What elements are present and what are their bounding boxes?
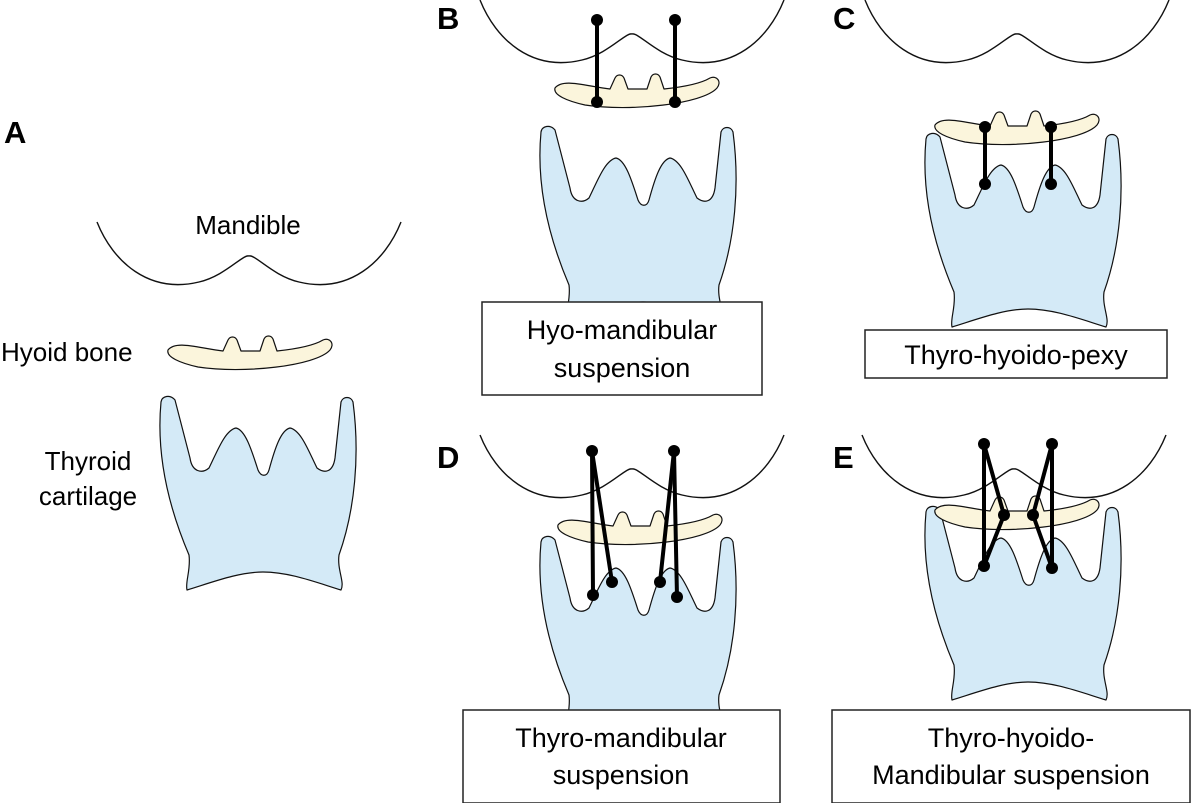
suture-knot	[606, 576, 618, 588]
suture-knot	[591, 14, 603, 26]
caption-line2: Mandibular suspension	[872, 760, 1150, 790]
panel-c: C Thyro-hyoido-pexy	[833, 0, 1170, 379]
panel-b-letter: B	[437, 1, 459, 36]
caption-line2: suspension	[554, 353, 691, 383]
hyoid-bone	[167, 335, 333, 371]
caption-line1: Hyo-mandibular	[527, 315, 718, 345]
thyroid-cartilage	[924, 132, 1122, 328]
suture-knot	[998, 509, 1010, 521]
mandible	[479, 434, 785, 499]
panel-a-letter: A	[4, 115, 26, 150]
caption-line1: Thyro-hyoido-pexy	[904, 340, 1128, 370]
mandible	[864, 0, 1170, 64]
caption-box	[462, 709, 781, 803]
suture	[658, 449, 676, 584]
suture-knot	[1046, 438, 1058, 450]
panel-c-letter: C	[833, 1, 855, 36]
caption-line1: Thyro-mandibular	[515, 723, 727, 753]
thyroid-cartilage	[539, 125, 737, 321]
hyoid-bone-label: Hyoid bone	[1, 337, 133, 367]
suture-knot	[586, 445, 598, 457]
suture-knot	[979, 178, 991, 190]
panel-e: E Thyro-hyoido- Mandibular suspension	[831, 434, 1191, 803]
suture-knot	[669, 14, 681, 26]
mandible	[861, 434, 1167, 499]
caption-box	[864, 329, 1168, 379]
suture-knot	[1045, 121, 1057, 133]
suture-knot	[979, 121, 991, 133]
suture-knot	[591, 96, 603, 108]
hyoid-bone	[934, 495, 1100, 531]
suture	[982, 442, 1006, 517]
caption-box	[831, 709, 1191, 803]
thyroid-label-line1: Thyroid	[45, 446, 132, 476]
suture	[590, 449, 614, 584]
thyroid-label-line2: cartilage	[39, 481, 137, 511]
mandible-label: Mandible	[195, 210, 301, 240]
suture	[590, 449, 595, 597]
suture-knot	[668, 445, 680, 457]
suture	[1031, 513, 1054, 570]
suture	[672, 449, 679, 599]
hyoid-bone	[554, 73, 720, 109]
mandible	[479, 0, 785, 64]
suture-knot	[978, 560, 990, 572]
suture-knot	[654, 576, 666, 588]
caption-line1: Thyro-hyoido-	[928, 723, 1095, 753]
thyroid-cartilage	[924, 505, 1122, 701]
suture-knot	[1027, 509, 1039, 521]
suture-knot	[1045, 178, 1057, 190]
suture-knot	[669, 96, 681, 108]
suture-knot	[671, 591, 683, 603]
panel-a: A Mandible Hyoid bone Thyroid cartilage	[1, 115, 402, 591]
panel-d-letter: D	[437, 440, 459, 475]
hyoid-bone	[934, 110, 1100, 146]
suture-knot	[1046, 562, 1058, 574]
suture-knot	[587, 589, 599, 601]
suture-knot	[978, 438, 990, 450]
panel-b: B Hyo-mandibular suspension	[437, 0, 785, 396]
suture	[982, 513, 1006, 568]
hyoid-bone	[557, 510, 723, 546]
panel-d: D Thyro-mandibular suspension	[437, 434, 785, 803]
caption-line2: suspension	[553, 760, 690, 790]
panel-e-letter: E	[833, 440, 854, 475]
thyroid-cartilage	[159, 395, 357, 591]
caption-box	[481, 301, 763, 396]
thyroid-cartilage	[539, 535, 737, 731]
suture	[1031, 442, 1054, 517]
